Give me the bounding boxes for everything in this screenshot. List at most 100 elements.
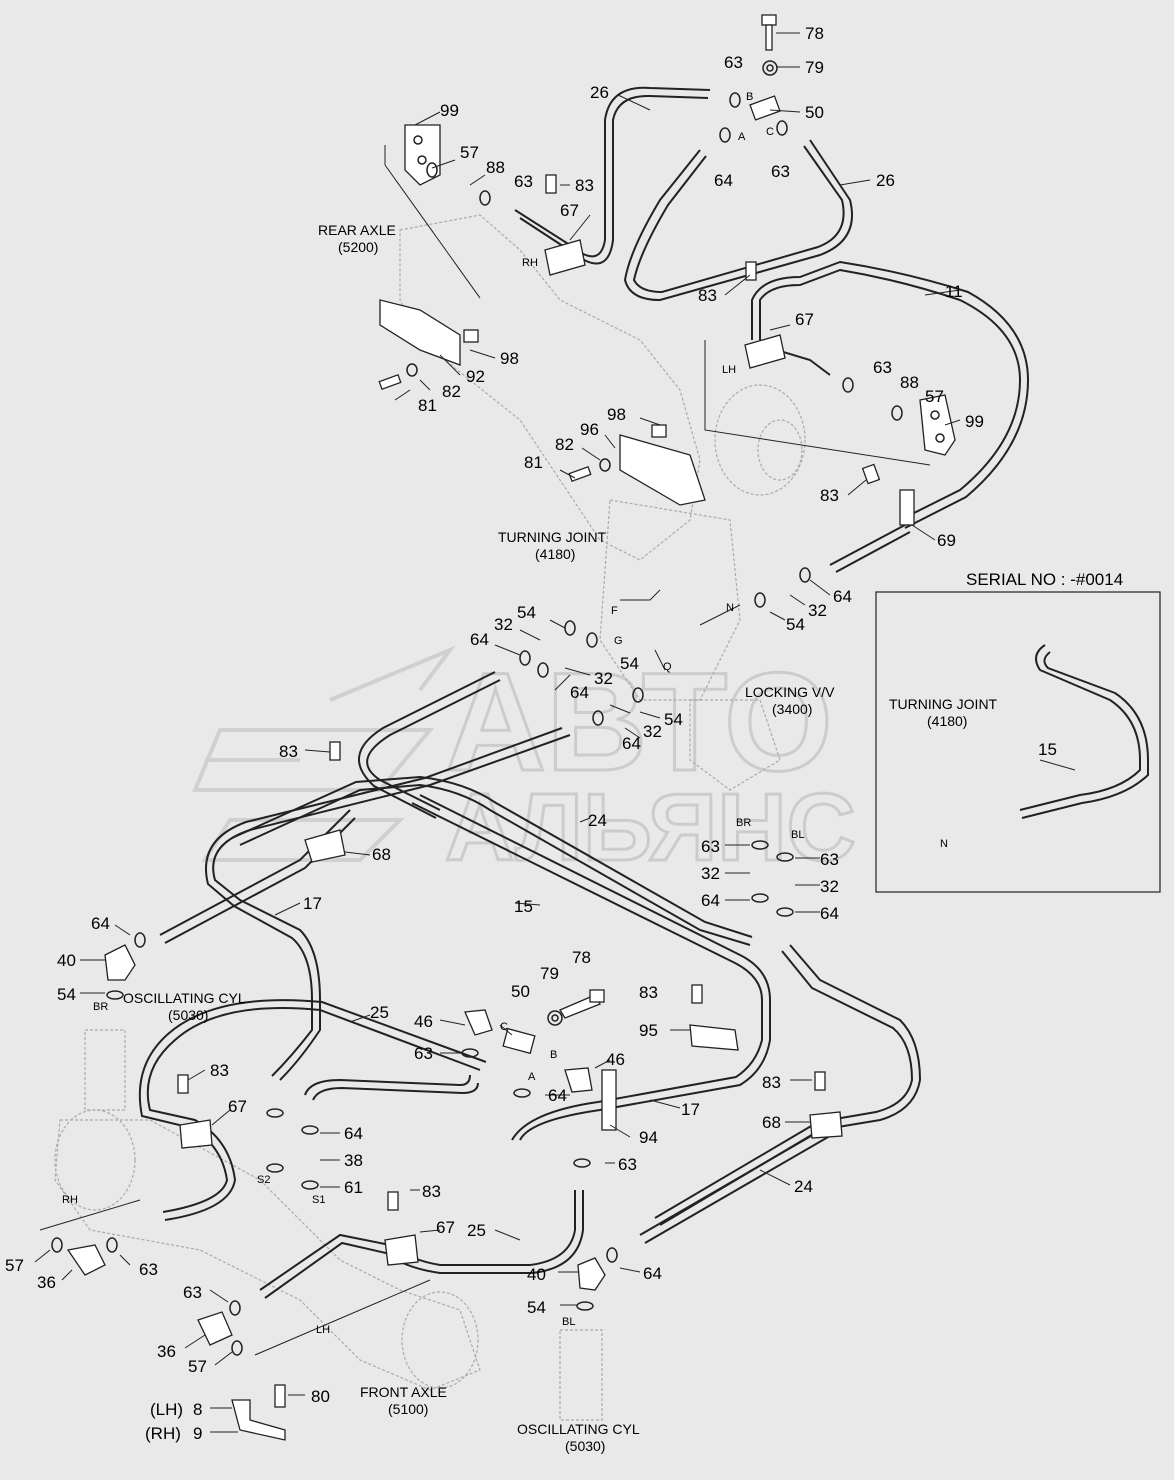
elbow-46-right xyxy=(564,1067,593,1093)
oscillating-cyl-left-name: OSCILLATING CYL xyxy=(123,990,246,1006)
part-callout: 64 xyxy=(714,171,733,190)
oscillating-cyl-left-ghost xyxy=(84,1029,126,1111)
rear-axle-name: REAR AXLE xyxy=(318,222,396,238)
part-callout: 8 xyxy=(193,1400,202,1419)
port-label: A xyxy=(528,1071,536,1083)
elbow-36-bottom xyxy=(197,1311,233,1346)
part-callout: 63 xyxy=(771,162,790,181)
part-callout: 88 xyxy=(900,373,919,392)
part-callout: 32 xyxy=(701,864,720,883)
port-labels: B A C RH LH F G Q N BR BL BR C B A S2 S1… xyxy=(62,91,948,1336)
elbow-40-bottom xyxy=(577,1257,606,1291)
part-callout: 15 xyxy=(514,897,533,916)
part-callout: 83 xyxy=(820,486,839,505)
part-callout: 98 xyxy=(500,349,519,368)
part-callout: 57 xyxy=(5,1256,24,1275)
part-callout: 81 xyxy=(418,396,437,415)
part-callout: 88 xyxy=(486,158,505,177)
part-callout: 25 xyxy=(467,1221,486,1240)
port-label: RH xyxy=(522,257,538,269)
side-label-lh: (LH) xyxy=(150,1400,183,1419)
port-label: F xyxy=(611,605,618,617)
locking-valve-name: LOCKING V/V xyxy=(745,684,835,700)
oscillating-cyl-bottom-code: (5030) xyxy=(565,1438,605,1454)
part-callout: 63 xyxy=(618,1155,637,1174)
part-callout: 63 xyxy=(414,1044,433,1063)
port-label: RH xyxy=(62,1194,78,1206)
part-callout: 54 xyxy=(527,1298,546,1317)
elbow-46-left xyxy=(464,1009,493,1036)
part-callout: 54 xyxy=(57,985,76,1004)
part-callout: 64 xyxy=(548,1086,567,1105)
part-callout: 32 xyxy=(594,669,613,688)
part-callout: 99 xyxy=(965,412,984,431)
part-callout: 98 xyxy=(607,405,626,424)
part-callout: 64 xyxy=(643,1264,662,1283)
front-axle-name: FRONT AXLE xyxy=(360,1384,447,1400)
part-callout: 78 xyxy=(805,24,824,43)
clamp-67-lh xyxy=(744,334,786,369)
clamp-67-left xyxy=(179,1119,213,1149)
part-callout: 83 xyxy=(422,1182,441,1201)
bracket-99-top xyxy=(404,124,441,186)
part-callout: 54 xyxy=(786,615,805,634)
port-label: N xyxy=(726,602,734,614)
part-callout: 57 xyxy=(188,1357,207,1376)
port-label: C xyxy=(500,1021,508,1033)
part-callout: 64 xyxy=(833,587,852,606)
part-callout: 99 xyxy=(440,101,459,120)
part-callout: 68 xyxy=(762,1113,781,1132)
port-label: BL xyxy=(562,1316,575,1328)
part-callout: 63 xyxy=(724,53,743,72)
part-callout: 46 xyxy=(414,1012,433,1031)
part-callout: 83 xyxy=(698,286,717,305)
watermark: АВТО АЛЬЯНС xyxy=(192,642,857,883)
part-callout: 67 xyxy=(228,1097,247,1116)
part-callout: 92 xyxy=(466,367,485,386)
part-callout: 95 xyxy=(639,1021,658,1040)
port-label: G xyxy=(614,635,623,647)
part-callout: 57 xyxy=(925,387,944,406)
port-label: A xyxy=(738,131,746,143)
part-callout: 64 xyxy=(622,734,641,753)
bolts-83 xyxy=(177,174,881,1408)
turning-joint-code: (4180) xyxy=(535,546,575,562)
hoses xyxy=(138,86,1149,1299)
part-callout: 54 xyxy=(620,654,639,673)
bracket-94 xyxy=(601,1069,617,1131)
part-callout: 32 xyxy=(820,877,839,896)
clamp-68-right xyxy=(809,1111,843,1139)
part-callout: 67 xyxy=(795,310,814,329)
part-callout: 9 xyxy=(193,1424,202,1443)
serial-inset-box xyxy=(875,591,1161,893)
part-callout: 32 xyxy=(494,615,513,634)
front-axle-code: (5100) xyxy=(388,1401,428,1417)
clamp-95 xyxy=(689,1024,739,1051)
port-label: S1 xyxy=(312,1194,325,1206)
part-callout: 54 xyxy=(517,603,536,622)
port-label: BL xyxy=(791,829,804,841)
part-callout: 63 xyxy=(183,1283,202,1302)
part-callout: 68 xyxy=(372,845,391,864)
part-callout: 82 xyxy=(442,382,461,401)
part-callout: 40 xyxy=(57,951,76,970)
part-callout: 24 xyxy=(588,811,607,830)
port-label: LH xyxy=(722,364,736,376)
part-callout: 64 xyxy=(91,914,110,933)
clamp-67-rh xyxy=(544,239,586,276)
port-label: B xyxy=(746,91,753,103)
part-callout: 63 xyxy=(514,172,533,191)
part-callout: 24 xyxy=(794,1177,813,1196)
part-callout: 81 xyxy=(524,453,543,472)
part-callout: 15 xyxy=(1038,740,1057,759)
part-callout: 38 xyxy=(344,1151,363,1170)
side-label-rh: (RH) xyxy=(145,1424,181,1443)
part-callout: 94 xyxy=(639,1128,658,1147)
rear-axle-code: (5200) xyxy=(338,239,378,255)
part-callout: 83 xyxy=(639,983,658,1002)
part-callout: 11 xyxy=(945,282,963,301)
locking-valve-code: (3400) xyxy=(772,701,812,717)
part-callout: 69 xyxy=(937,531,956,550)
part-callout: 61 xyxy=(344,1178,363,1197)
